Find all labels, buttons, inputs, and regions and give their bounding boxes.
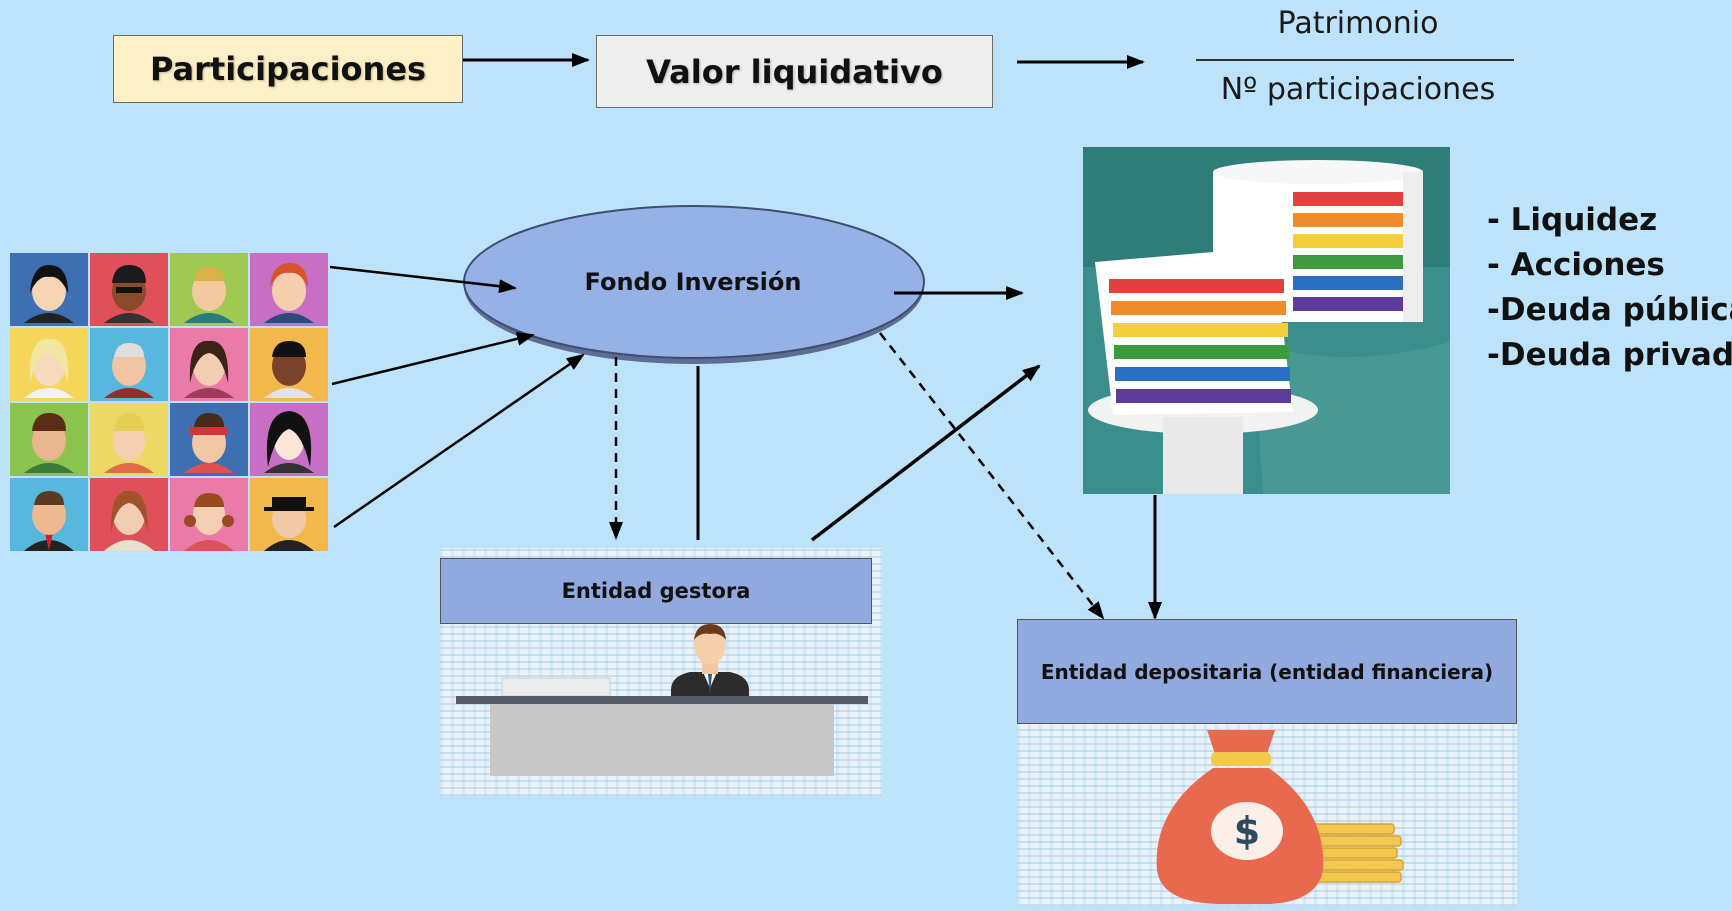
dashed-arrow-fondo-depositaria [879, 332, 1105, 620]
asset-item: -Deuda pública [1487, 292, 1732, 328]
formula-numerator: Patrimonio [1277, 6, 1439, 41]
cake-image [1083, 147, 1450, 494]
asset-item: - Acciones [1487, 247, 1665, 283]
valor-liquidativo-box: Valor liquidativo [596, 35, 993, 108]
arrow-gestora-assets [810, 364, 1041, 542]
fondo-ellipse [463, 205, 925, 364]
participaciones-box: Participaciones [113, 35, 463, 103]
entidad-gestora-label: Entidad gestora [440, 558, 872, 624]
asset-item: -Deuda privada [1487, 337, 1732, 373]
investors-avatar-grid [10, 253, 330, 553]
formula-fraction-line [1196, 59, 1514, 61]
arrow-investors-fondo-1 [329, 265, 517, 294]
arrow-investors-fondo-2 [331, 331, 535, 386]
arrow-investors-fondo-3 [333, 353, 585, 529]
fondo-inversion-label: Fondo Inversión [584, 268, 802, 296]
asset-list: - Liquidez - Acciones -Deuda pública -De… [1487, 198, 1732, 378]
formula-denominator: Nº participaciones [1220, 72, 1496, 107]
svg-text:$: $ [1234, 809, 1260, 853]
asset-item: - Liquidez [1487, 202, 1658, 238]
depositaria-money-illustration: $ [1017, 720, 1517, 906]
entidad-depositaria-label: Entidad depositaria (entidad financiera) [1017, 619, 1517, 724]
